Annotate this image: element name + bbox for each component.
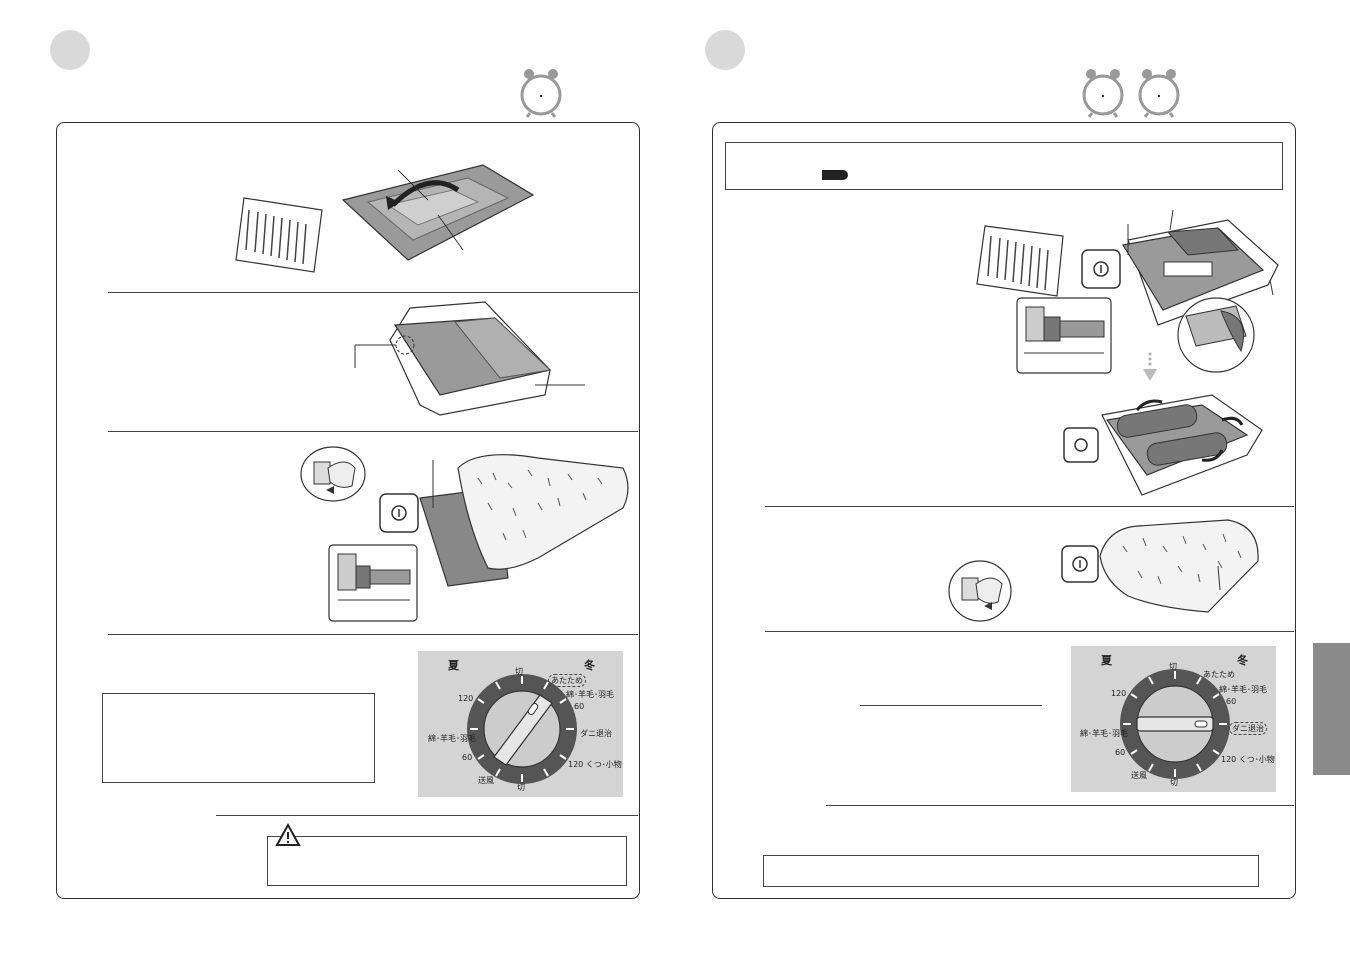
dial-label: 送風 — [1131, 771, 1147, 780]
hose-connection-zoom-illustration — [1016, 297, 1112, 374]
dial-label: 60 — [462, 753, 473, 762]
dial-label: あたため — [1203, 670, 1235, 679]
step-number-circle-left — [50, 30, 90, 70]
dial-label: ダニ退治 — [580, 729, 612, 738]
futon-dryer-unit-illustration — [1061, 545, 1099, 583]
divider — [108, 431, 638, 432]
step-number-circle-right — [705, 30, 745, 70]
dial-season-summer: 夏 — [1101, 654, 1112, 667]
divider — [765, 506, 1294, 507]
hose-connection-zoom-illustration — [328, 544, 418, 622]
futon-dryer-unit-illustration — [379, 493, 419, 533]
reference-tag — [822, 170, 848, 180]
note-box — [102, 693, 375, 783]
dial-label: 綿･羊毛･羽毛 — [566, 690, 614, 699]
dial-label: 切 — [1170, 778, 1178, 787]
down-arrow-icon — [1143, 352, 1157, 381]
note-box-title-line — [258, 693, 373, 694]
instruction-label-card-illustration — [235, 197, 323, 273]
top-note-title-line — [834, 142, 1281, 143]
dial-season-summer: 夏 — [448, 659, 459, 672]
caution-title-line — [354, 836, 625, 837]
dial-label: 60 — [1115, 748, 1126, 757]
dial-label: 120 くつ･小物 — [1221, 755, 1275, 764]
dial-label: 60 — [1226, 697, 1237, 706]
dial-label: 60 — [574, 702, 585, 711]
dial-label: 120 — [1111, 689, 1127, 698]
alarm-clock-icon — [520, 69, 562, 118]
dial-label: 切 — [515, 667, 523, 676]
corner-fold-zoom-illustration — [1177, 297, 1255, 373]
divider — [108, 634, 638, 635]
warning-triangle-icon — [275, 822, 301, 846]
dial-label-active: ダニ退治 — [1229, 722, 1267, 735]
bottom-note-box — [763, 855, 1259, 887]
alarm-clock-icon — [1138, 69, 1180, 118]
dial-label: 綿･羊毛･羽毛 — [1219, 685, 1267, 694]
dial-label: 綿･羊毛･羽毛 — [428, 734, 476, 743]
bottom-note-title-line — [872, 855, 1257, 856]
dial-label: 120 くつ･小物 — [568, 760, 622, 769]
dial-season-winter: 冬 — [1237, 654, 1248, 667]
dial-label: 120 — [458, 694, 474, 703]
plug-in-hand-illustration — [948, 560, 1012, 622]
drying-mat-fold-illustration — [341, 164, 535, 261]
futon-with-mat-illustration — [419, 454, 629, 587]
dial-label: 切 — [517, 783, 525, 792]
side-index-tab — [1313, 643, 1350, 775]
alarm-clock-icon — [1082, 69, 1124, 118]
covered-futon-illustration — [1099, 519, 1259, 613]
dial-label: 切 — [1169, 662, 1177, 671]
mat-on-futon-illustration — [354, 301, 585, 416]
instruction-label-card-illustration — [976, 225, 1064, 297]
timer-dial-knob[interactable] — [1119, 668, 1231, 780]
divider — [216, 815, 638, 816]
timer-dial-knob[interactable] — [466, 673, 578, 785]
dryer-with-mat-setup-illustration — [1081, 209, 1279, 326]
dial-label-active: あたため — [548, 674, 586, 687]
underline — [860, 705, 1042, 706]
dial-label: 送風 — [478, 776, 494, 785]
mat-folding-illustration — [1063, 394, 1263, 496]
dial-label: 綿･羊毛･羽毛 — [1080, 729, 1128, 738]
plug-in-hand-illustration — [300, 446, 366, 502]
divider — [826, 805, 1294, 806]
caution-box — [267, 836, 627, 886]
divider — [765, 631, 1294, 632]
top-note-box — [725, 142, 1283, 190]
divider — [108, 292, 638, 293]
dial-season-winter: 冬 — [584, 659, 595, 672]
